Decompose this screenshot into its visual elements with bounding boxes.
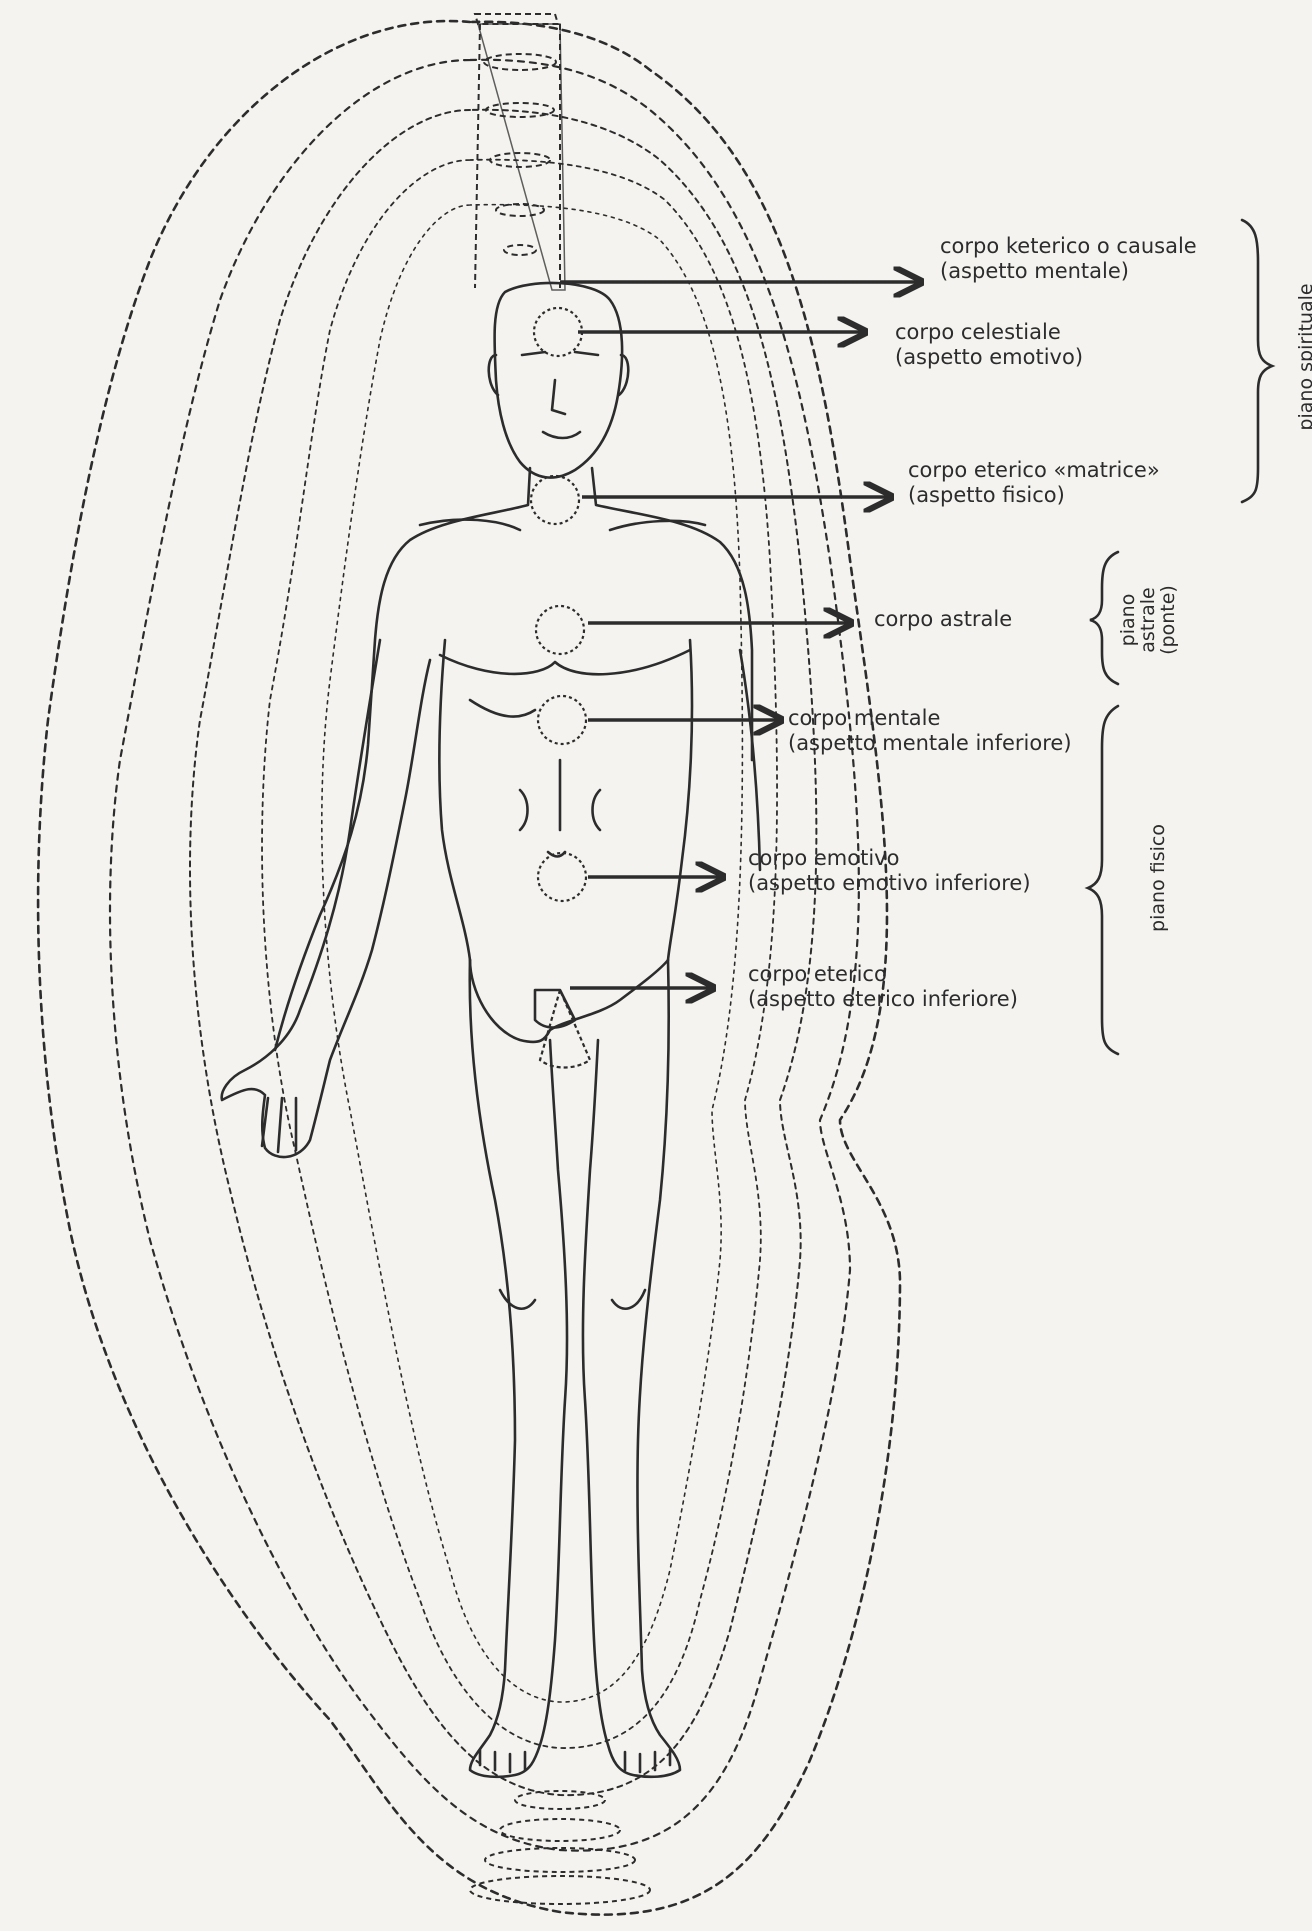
label-line: corpo eterico «matrice» [908,458,1160,483]
label-corpo-keterico: corpo keterico o causale (aspetto mental… [940,234,1197,284]
aura-layer-4 [262,160,777,1748]
chakra-throat [531,476,579,524]
label-line: corpo emotivo [748,846,1031,871]
label-line: corpo keterico o causale [940,234,1197,259]
label-line: corpo astrale [874,607,1012,632]
chakra-heart [536,606,584,654]
plane-line: piano [1118,580,1138,660]
plane-line: (ponte) [1158,580,1178,660]
label-corpo-celestiale: corpo celestiale (aspetto emotivo) [895,320,1083,370]
aura-layer-3 [190,110,816,1795]
label-line: corpo eterico [748,962,1018,987]
crown-cone [475,14,565,290]
plane-label-fisico: piano fisico [1148,823,1172,933]
label-corpo-eterico-matrice: corpo eterico «matrice» (aspetto fisico) [908,458,1160,508]
label-line: (aspetto fisico) [908,483,1160,508]
label-corpo-astrale: corpo astrale [874,607,1012,632]
label-line: (aspetto eterico inferiore) [748,987,1018,1012]
bracket-fisico [1088,706,1118,1054]
chakra-solar [538,696,586,744]
plane-label-spirituale: piano spirituale [1296,282,1312,432]
plane-line: astrale [1138,580,1158,660]
label-line: (aspetto emotivo) [895,345,1083,370]
feet-discs [470,1791,650,1904]
chakra-circles [531,308,590,1068]
label-line: (aspetto mentale inferiore) [788,731,1072,756]
aura-layer-5 [322,205,743,1702]
plane-line: piano fisico [1148,823,1168,933]
label-line: (aspetto mentale) [940,259,1197,284]
chakra-root-cone [540,990,590,1068]
bracket-astrale [1090,552,1118,684]
chakra-brow [534,308,582,356]
label-line: (aspetto emotivo inferiore) [748,871,1031,896]
bracket-spirituale [1242,220,1272,502]
human-figure [222,283,760,1777]
chakra-sacral [538,853,586,901]
plane-line: piano spirituale [1296,282,1312,432]
label-corpo-emotivo: corpo emotivo (aspetto emotivo inferiore… [748,846,1031,896]
label-corpo-mentale: corpo mentale (aspetto mentale inferiore… [788,706,1072,756]
label-line: corpo mentale [788,706,1072,731]
label-corpo-eterico: corpo eterico (aspetto eterico inferiore… [748,962,1018,1012]
label-line: corpo celestiale [895,320,1083,345]
plane-label-astrale: piano astrale (ponte) [1118,580,1182,660]
